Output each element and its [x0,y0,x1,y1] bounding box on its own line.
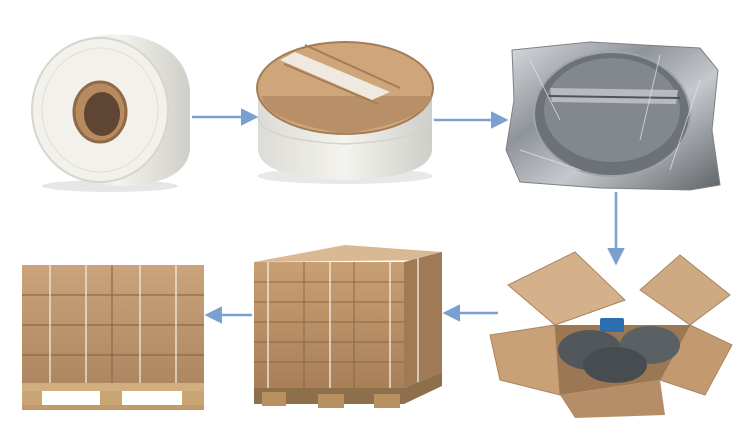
open-carton-with-bagged-rolls [489,251,733,418]
white-tape-roll [31,34,190,192]
roll-in-foil-vacuum-bag [505,41,721,191]
wrapped-pallet-of-cartons [254,245,442,408]
roll-with-kraft-caps [256,41,434,184]
pallet-of-cartons-side-view [22,265,204,410]
